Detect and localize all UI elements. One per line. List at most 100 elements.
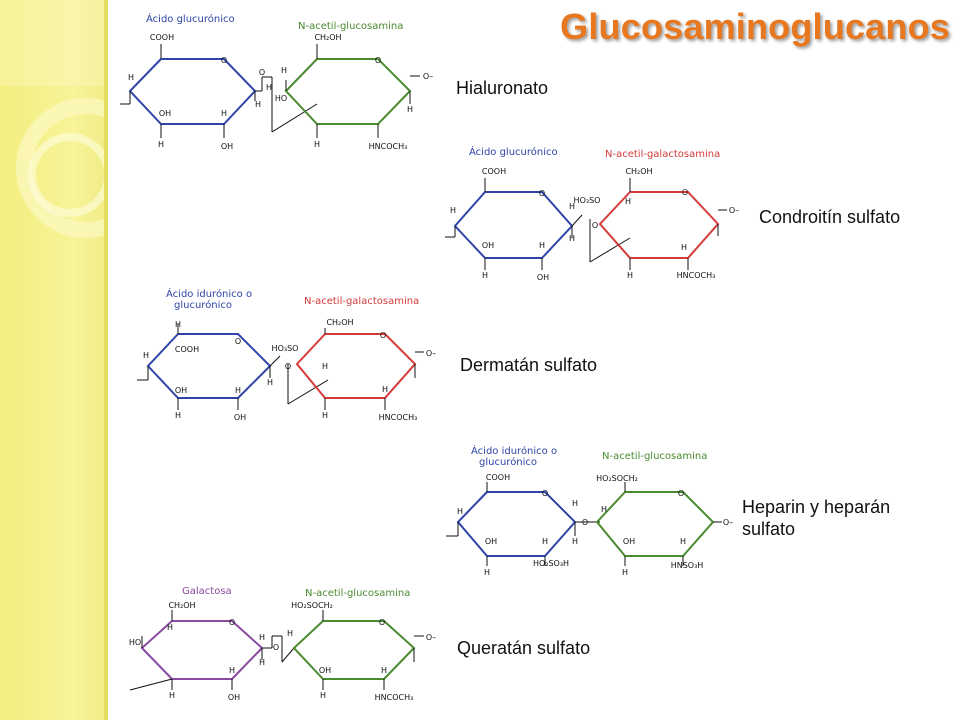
linkage-oxygen-label: O: [259, 68, 265, 77]
substituent-label: H: [601, 505, 607, 514]
substituent-label: O: [229, 618, 235, 627]
substituent-label: H: [229, 666, 235, 675]
substituent-label: HNCOCH₃: [369, 142, 408, 151]
substituent-label: COOH: [482, 167, 506, 176]
substituent-label: H: [259, 658, 265, 667]
substituent-label: HO₂SO₃H: [533, 559, 569, 568]
substituent-label: H: [322, 411, 328, 420]
sugar-name-label: Galactosa: [182, 586, 232, 597]
substituent-label: H: [143, 351, 149, 360]
substituent-label: H: [572, 537, 578, 546]
substituent-label: CH₂OH: [326, 318, 353, 327]
substituent-label: HNSO₃H: [671, 561, 704, 570]
substituent-label: O–: [723, 518, 733, 527]
substituent-label: H: [625, 197, 631, 206]
sugar-name-label: N-acetil-galactosamina: [605, 149, 720, 160]
substituent-label: H: [539, 241, 545, 250]
substituent-label: H: [281, 66, 287, 75]
substituent-label: OH: [175, 386, 187, 395]
substituent-label: O: [682, 188, 688, 197]
substituent-label: H: [622, 568, 628, 577]
substituent-label: OH: [482, 241, 494, 250]
page-title: Glucosaminoglucanos: [560, 6, 950, 47]
substituent-label: H: [484, 568, 490, 577]
decorative-arcs: [0, 0, 106, 238]
substituent-label: COOH: [150, 33, 174, 42]
substituent-label: O: [221, 56, 227, 65]
sugar-name-label: Ácido glucurónico: [146, 12, 235, 25]
substituent-label: COOH: [175, 345, 199, 354]
gag-name-label: Queratán sulfato: [457, 638, 591, 658]
substituent-label: HO₂SOCH₂: [596, 474, 638, 483]
linkage-h-label: H: [266, 83, 272, 92]
substituent-label: HO₃SO: [272, 344, 299, 353]
linkage-h-label: H: [267, 378, 273, 387]
ring-bond-right: [292, 620, 416, 680]
sugar-name-label: Ácido glucurónico: [469, 145, 558, 158]
substituent-label: O: [542, 489, 548, 498]
substituent-label: OH: [623, 537, 635, 546]
substituent-bonds: [120, 44, 318, 138]
substituent-label: O–: [729, 206, 739, 215]
substituent-label: O: [379, 618, 385, 627]
substituent-label: OH: [159, 109, 171, 118]
linkage-oxygen-label: O: [285, 362, 291, 371]
substituent-label: CH₂OH: [168, 601, 195, 610]
substituent-label: H: [681, 243, 687, 252]
substituent-label: H: [235, 386, 241, 395]
gag-name-label: Condroitín sulfato: [759, 207, 901, 227]
substituent-label: HO: [275, 94, 287, 103]
gag-name-line: Heparin y heparán: [742, 497, 891, 517]
substituent-label: OH: [485, 537, 497, 546]
substituent-label: H: [569, 234, 575, 243]
substituent-label: H: [450, 206, 456, 215]
substituent-label: OH: [537, 273, 549, 282]
linkage-oxygen-label: O: [592, 221, 598, 230]
side-band-edge: [104, 0, 108, 720]
substituent-label: H: [482, 271, 488, 280]
substituent-label: H: [382, 385, 388, 394]
substituent-label: O–: [426, 349, 436, 358]
gag-name-label: Heparin y heparán sulfato: [742, 496, 890, 540]
substituent-label: CH₂OH: [314, 33, 341, 42]
linkage-h-label: H: [259, 633, 265, 642]
gag-name-line: sulfato: [742, 519, 796, 539]
sugar-name-label: N-acetil-glucosamina: [602, 451, 707, 462]
linkage-oxygen-label: O: [273, 643, 279, 652]
substituent-label: OH: [221, 142, 233, 151]
substituent-label: O: [380, 331, 386, 340]
substituent-label: O: [235, 337, 241, 346]
substituent-label: H: [287, 629, 293, 638]
gag-name-label: Hialuronato: [456, 78, 549, 98]
substituent-label: OH: [228, 693, 240, 702]
substituent-label: H: [627, 271, 633, 280]
sugar-name-label: N-acetil-galactosamina: [304, 296, 419, 307]
substituent-label: H: [169, 691, 175, 700]
substituent-label: H: [128, 73, 134, 82]
substituent-label: HNCOCH₃: [375, 693, 414, 702]
gag-name-label: Dermatán sulfato: [460, 355, 598, 375]
substituent-label: HNCOCH₃: [379, 413, 418, 422]
substituent-label: H: [175, 320, 181, 329]
substituent-label: OH: [234, 413, 246, 422]
substituent-label: H: [320, 691, 326, 700]
linkage-h-label: H: [572, 499, 578, 508]
decorative-side-band: [0, 0, 106, 720]
substituent-label: H: [457, 507, 463, 516]
sugar-name-label: N-acetil-glucosamina: [298, 21, 403, 32]
substituent-label: H: [167, 623, 173, 632]
substituent-label: H: [680, 537, 686, 546]
substituent-label: H: [381, 666, 387, 675]
substituent-label: H: [542, 537, 548, 546]
substituent-label: OH: [319, 666, 331, 675]
substituent-label: HO₃SO: [574, 196, 601, 205]
substituent-label: COOH: [486, 473, 510, 482]
substituent-label: CH₂OH: [625, 167, 652, 176]
substituent-label: H: [175, 411, 181, 420]
substituent-label: O–: [426, 633, 436, 642]
substituent-label: HO: [129, 638, 141, 647]
